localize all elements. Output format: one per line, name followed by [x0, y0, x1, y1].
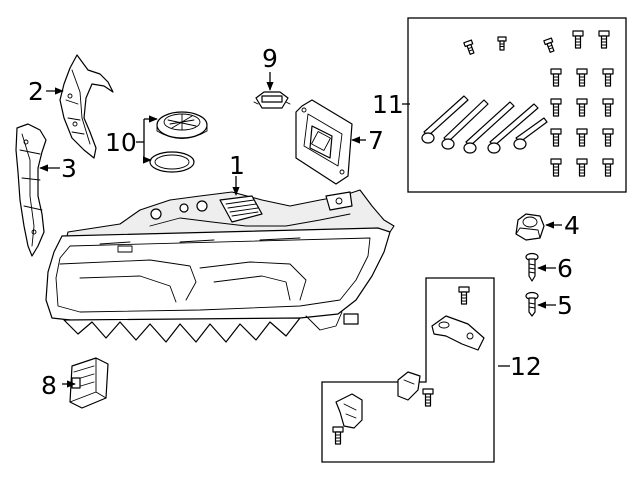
part-5-screw [525, 291, 539, 317]
part-12-box [321, 277, 495, 463]
callout-9: 9 [262, 44, 278, 73]
part-11-box [407, 17, 627, 193]
callout-4: 4 [564, 211, 580, 240]
part-10-cap-and-seal [149, 111, 208, 173]
part-7-cover-cap [295, 99, 353, 185]
callout-6: 6 [557, 254, 573, 283]
callout-1: 1 [229, 151, 245, 180]
callout-10: 10 [105, 128, 137, 157]
part-4-clip [515, 213, 545, 241]
callout-7: 7 [368, 126, 384, 155]
callout-8: 8 [41, 371, 57, 400]
part-1-headlamp [45, 189, 395, 343]
part-12-mounting-kit [321, 277, 495, 463]
part-2-bracket [59, 54, 114, 159]
part-11-hardware-kit [407, 17, 627, 193]
part-6-screw [525, 252, 539, 282]
callout-2: 2 [28, 77, 44, 106]
callout-12: 12 [510, 352, 542, 381]
part-9-bulb-socket [253, 91, 291, 109]
part-8-control-module [69, 357, 109, 409]
callout-11: 11 [372, 90, 404, 119]
callout-3: 3 [61, 154, 77, 183]
leader-lines [39, 72, 562, 388]
long-bolts [421, 95, 548, 154]
part-3-bracket [15, 123, 47, 257]
callout-5: 5 [557, 291, 573, 320]
